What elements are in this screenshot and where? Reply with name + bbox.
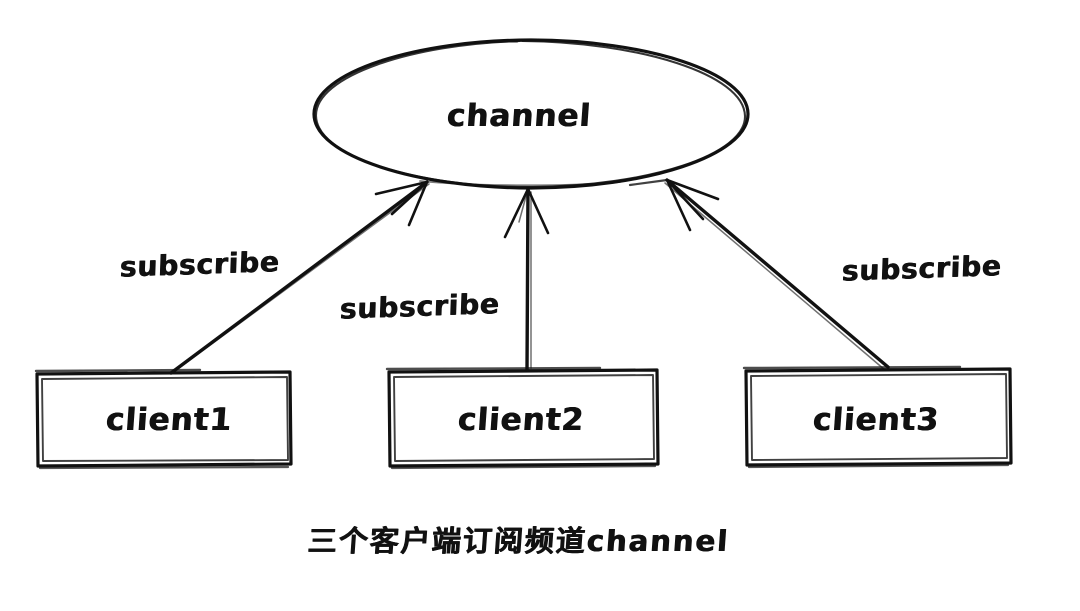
client1-node-label: client1 [104,402,234,438]
edge-label-client2-subscribe: subscribe [339,287,501,326]
arrow-client1-to-channel [169,180,430,375]
client2-box-shape [385,366,660,470]
client1-box-shape [34,368,293,470]
client3-node-label: client3 [811,402,941,438]
edge-label-client3-subscribe: subscribe [841,249,1003,288]
edge-label-client1-subscribe: subscribe [119,245,281,284]
arrow-client2-to-channel [503,187,550,372]
client2-node-label: client2 [456,402,586,438]
channel-node-label: channel [445,98,593,134]
arrow-client3-to-channel [628,178,890,371]
diagram-caption: 三个客户端订阅频道channel [306,524,731,558]
channel-ellipse-shape [312,38,750,190]
client3-box-shape [742,365,1013,469]
